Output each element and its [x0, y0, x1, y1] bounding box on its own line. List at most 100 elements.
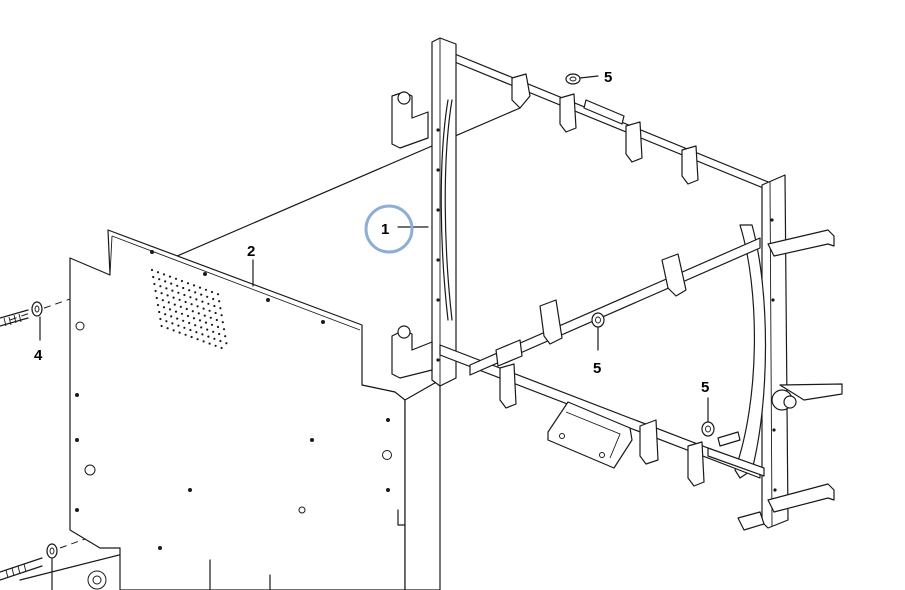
perforation-hole [202, 340, 205, 343]
perforation-hole [160, 324, 163, 328]
perforation-hole [198, 286, 202, 289]
perforation-hole [188, 289, 191, 292]
perforation-hole [164, 280, 167, 283]
perforation-hole [176, 284, 179, 287]
washers-part-5 [565, 73, 715, 437]
perforation-hole [170, 282, 173, 285]
perforation-hole [164, 313, 167, 316]
perforation-hole [171, 322, 174, 325]
perforation-hole [154, 289, 157, 293]
leader-lines [39, 75, 709, 590]
perforation-hole [184, 300, 187, 304]
perforation-hole [216, 325, 220, 329]
perforation-hole [188, 321, 191, 325]
perforation-hole [166, 294, 169, 297]
perforation-hole [196, 338, 199, 341]
perforation-hole [159, 285, 162, 288]
perforation-hole [171, 289, 174, 292]
perforation-hole [153, 282, 156, 286]
perforation-hole [172, 296, 175, 299]
perforation-hole [201, 300, 204, 303]
perforation-hole [214, 311, 217, 315]
perforation-hole [156, 271, 160, 274]
perforation-hole [172, 329, 175, 332]
perforation-hole [225, 342, 228, 345]
perforation-hole [202, 307, 205, 310]
perforation-hole [197, 312, 200, 315]
perforation-hole [195, 298, 198, 301]
perforation-hole [182, 286, 185, 290]
perforation-hole [200, 293, 203, 296]
perforation-hole [155, 296, 158, 300]
perforation-hole [219, 339, 222, 343]
perforation-hole [191, 310, 194, 313]
perforation-hole [182, 319, 185, 322]
perforation-hole [152, 275, 155, 279]
perforation-hole [183, 293, 186, 297]
perforation-hole [224, 335, 227, 338]
perforation-hole [208, 342, 211, 345]
perforation-hole [221, 321, 224, 324]
perforation-hole [210, 323, 214, 326]
perforation-hole [173, 303, 176, 306]
perforation-hole [203, 314, 206, 317]
perforation-hole [159, 317, 162, 321]
perforation-hole [179, 305, 182, 308]
perforation-hole [162, 273, 166, 276]
perforation-hole [198, 319, 202, 322]
perforation-hole [204, 288, 208, 291]
perforation-hole [177, 291, 180, 294]
perforation-hole [150, 268, 154, 272]
perforation-hole [183, 326, 186, 329]
perforation-hole [201, 333, 204, 336]
bolt-washer-4 [0, 301, 43, 327]
perforation-hole [207, 302, 210, 305]
perforation-hole [190, 303, 193, 306]
perforation-hole [189, 296, 192, 299]
perforation-hole [190, 335, 193, 339]
perforation-hole [161, 299, 164, 302]
callout-5-middle: 5 [593, 360, 601, 377]
callout-5-lower: 5 [701, 379, 709, 396]
perforation-hole [166, 327, 169, 330]
perforation-hole [213, 337, 216, 340]
perforation-hole [207, 335, 210, 338]
callout-4: 4 [34, 347, 43, 364]
perforation-hole [204, 321, 208, 324]
perforation-hole [212, 330, 215, 333]
perforation-hole [209, 316, 212, 319]
perforation-hole [206, 328, 209, 331]
perforation-hole [168, 308, 172, 311]
perforation-hole [216, 293, 220, 296]
perforation-hole [195, 331, 198, 334]
perforation-hole [212, 297, 215, 301]
perforation-hole [213, 304, 216, 308]
perforation-hole [165, 320, 168, 323]
perforation-hole [194, 324, 197, 327]
perforation-hole [167, 301, 170, 304]
perforation-hole [194, 291, 197, 294]
perforation-hole [168, 275, 172, 278]
side-panel-part-2 [69, 229, 441, 590]
perforation-hole [176, 317, 179, 320]
perforation-hole [162, 306, 166, 309]
perforation-hole [218, 300, 221, 303]
perforation-hole [192, 284, 196, 287]
perforation-hole [158, 278, 161, 281]
perforation-hole [180, 312, 184, 315]
perforation-hole [215, 318, 218, 322]
perforation-hole [186, 314, 190, 318]
perforation-hole [158, 310, 161, 314]
perforation-hole [210, 290, 214, 294]
radiator-frame-part-1 [391, 37, 843, 531]
perforation-hole [170, 315, 173, 318]
perforation-hole [165, 287, 168, 290]
callout-1: 1 [381, 221, 389, 238]
perforation-hole [200, 326, 203, 329]
perforation-hole [192, 317, 196, 320]
callout-2: 2 [247, 243, 255, 260]
perforation-hole [184, 333, 187, 336]
perforation-hole [177, 324, 180, 327]
perforation-hole [178, 298, 181, 301]
perforation-hole [220, 314, 223, 317]
